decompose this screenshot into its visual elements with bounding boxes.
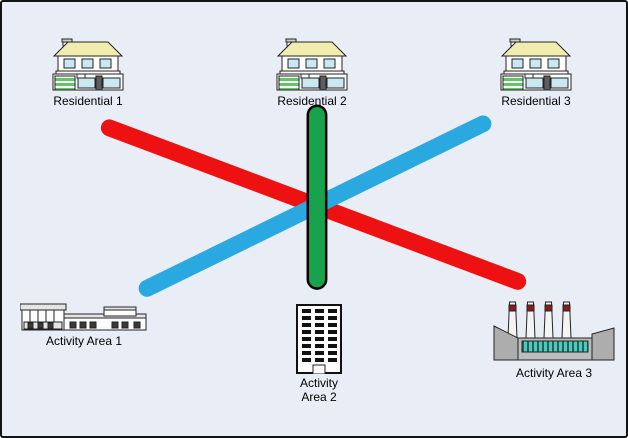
residential-1-label: Residential 1 [53, 94, 123, 108]
node-residential-3: Residential 3 [484, 38, 588, 108]
house-icon [276, 38, 348, 91]
node-activity-area-2: Activity Area 2 [279, 304, 359, 404]
factory-icon [493, 301, 615, 361]
node-activity-area-3: Activity Area 3 [490, 300, 618, 380]
node-activity-area-1: Activity Area 1 [16, 302, 152, 348]
activity-area-2-label-line2: Area 2 [301, 390, 337, 404]
office-tower-icon [296, 304, 342, 374]
activity-area-2-label-line1: Activity [299, 376, 338, 390]
house-icon [52, 38, 124, 91]
residential-3-label: Residential 3 [501, 94, 571, 108]
residential-2-label: Residential 2 [277, 94, 347, 108]
activity-area-1-label: Activity Area 1 [45, 334, 123, 348]
node-residential-2: Residential 2 [260, 38, 364, 108]
house-icon [500, 38, 572, 91]
retail-building-icon [20, 303, 147, 331]
node-residential-1: Residential 1 [36, 38, 140, 108]
activity-area-2-label: Activity Area 2 [300, 376, 338, 404]
activity-area-3-label: Activity Area 3 [515, 366, 593, 380]
